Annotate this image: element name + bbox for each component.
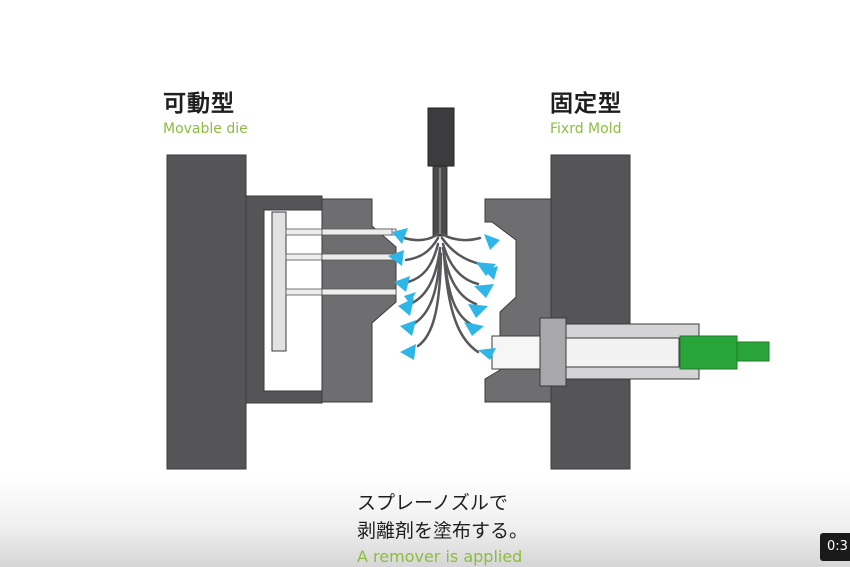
movable-die-subtitle: Movable die (163, 121, 248, 137)
video-controls-gradient (0, 475, 850, 567)
ejector-plate (271, 211, 287, 352)
movable-die-back-plate (166, 154, 247, 470)
sleeve-flange (539, 317, 567, 387)
plunger-rod-green (736, 341, 770, 362)
movable-die-title: 可動型 (163, 91, 235, 117)
video-time-badge: 0:3 (820, 533, 850, 561)
spray-nozzle (388, 107, 500, 360)
movable-die-core (321, 198, 397, 403)
plunger-tip (679, 335, 738, 370)
nozzle-body (427, 107, 455, 167)
caption-line-1: スプレーノズルで (357, 492, 508, 514)
ejector-pin-1-tip (321, 228, 393, 236)
ejector-pin-3-tip (321, 288, 397, 296)
ejector-pin-2-tip (321, 253, 399, 261)
fixed-mold-subtitle: Fixrd Mold (550, 121, 622, 137)
fixed-mold-back-plate (550, 154, 631, 470)
spray-mist (388, 228, 500, 360)
plunger-rod (565, 337, 680, 368)
fixed-mold-title: 固定型 (550, 91, 622, 117)
fixed-mold (484, 154, 770, 470)
caption-line-2: 剥離剤を塗布する。 (357, 520, 529, 542)
caption-english: A remover is applied (357, 547, 523, 566)
movable-die (166, 154, 399, 470)
nozzle-tubes (402, 232, 482, 354)
